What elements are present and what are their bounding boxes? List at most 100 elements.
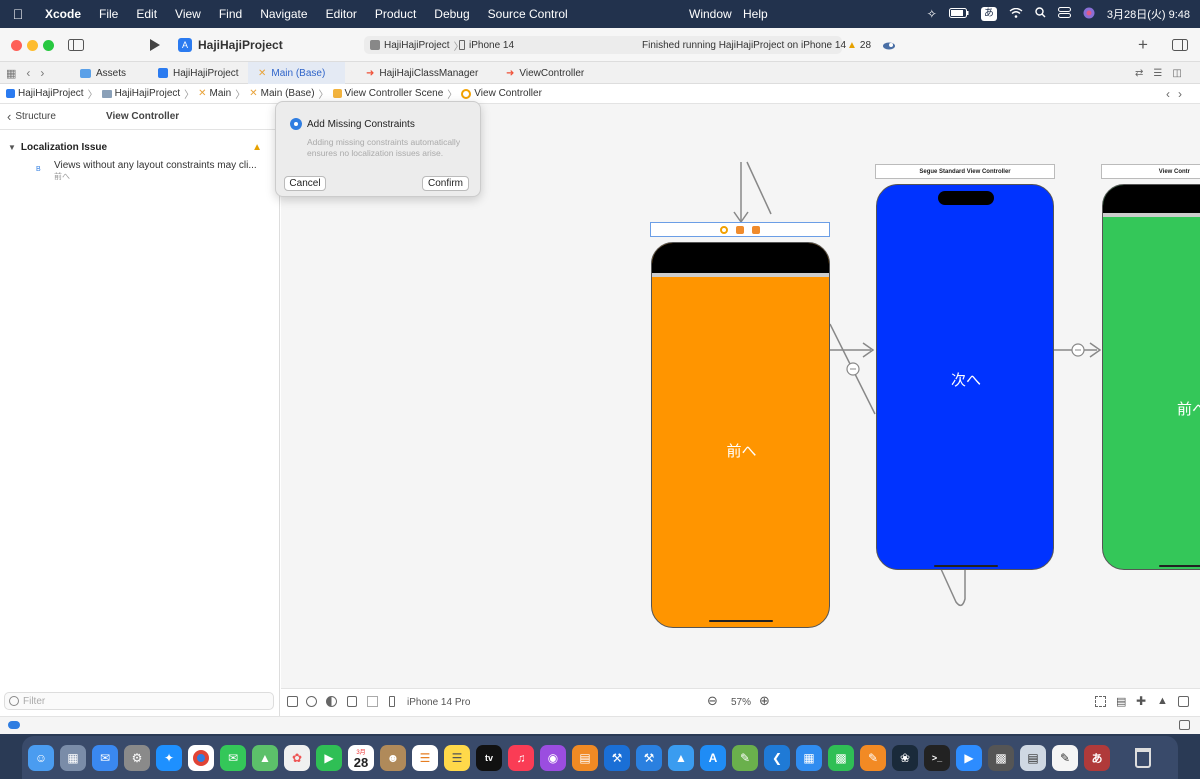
menu-help[interactable]: Help <box>743 7 768 21</box>
apple-menu-icon[interactable]:  <box>0 6 36 22</box>
wifi-icon[interactable] <box>1009 7 1023 21</box>
battery-icon[interactable] <box>948 7 969 21</box>
scene-title-bar[interactable]: Segue Standard View Controller <box>875 164 1055 179</box>
tab-view-controller[interactable]: ➜ ViewController <box>496 62 594 84</box>
zoom-icon[interactable]: ▶ <box>956 744 982 771</box>
previous-button[interactable]: 前へ <box>1177 401 1200 418</box>
mail-icon[interactable]: ✉ <box>92 744 118 771</box>
facetime-icon[interactable]: ▶ <box>316 744 342 771</box>
localization-issue-header[interactable]: ▼ Localization Issue ▲ <box>8 142 276 153</box>
reminders-icon[interactable]: ☰ <box>412 744 438 771</box>
dictionary-icon[interactable]: あ <box>1084 744 1110 771</box>
siri-icon[interactable] <box>1083 7 1095 22</box>
tab-class-manager[interactable]: ➜ HajiHajiClassManager <box>356 62 488 84</box>
editor-options-icon[interactable]: ☰ <box>1153 67 1163 79</box>
preview-icon[interactable]: ▤ <box>1020 744 1046 771</box>
next-button[interactable]: 次へ <box>950 372 981 389</box>
related-items-icon[interactable]: ▦ <box>6 67 17 80</box>
chatgpt-icon[interactable]: ❀ <box>892 744 918 771</box>
document-outline-toggle-icon[interactable] <box>287 696 298 707</box>
zoom-in-icon[interactable]: ⊕ <box>759 693 770 708</box>
pages-icon[interactable]: ✎ <box>860 744 886 771</box>
menu-navigate[interactable]: Navigate <box>260 7 308 21</box>
back-chevron-icon[interactable]: ‹ <box>7 109 12 124</box>
zoom-level[interactable]: 57% <box>731 697 752 708</box>
run-destination-selector[interactable]: iPhone 14 <box>459 28 514 62</box>
apple-tv-icon[interactable]: tv <box>476 744 502 771</box>
debug-area-toggle-icon[interactable] <box>8 721 20 729</box>
menu-edit[interactable]: Edit <box>136 7 158 21</box>
update-frames-icon[interactable] <box>1095 696 1106 707</box>
menu-file[interactable]: File <box>99 7 119 21</box>
layout-icon[interactable] <box>367 696 378 707</box>
back-chevron-icon[interactable]: ‹ <box>26 66 31 80</box>
books-icon[interactable]: ▤ <box>572 744 598 771</box>
forward-chevron-icon[interactable]: › <box>40 66 45 80</box>
exit-dock-icon[interactable] <box>752 225 760 234</box>
menu-source-control[interactable]: Source Control <box>487 7 568 21</box>
inspector-toggle-icon[interactable] <box>1172 28 1188 62</box>
confirm-button[interactable]: Confirm <box>422 176 469 191</box>
breadcrumb-project[interactable]: HajiHajiProject <box>6 88 84 99</box>
scene-view-controller-2[interactable]: 次へ <box>876 184 1054 570</box>
bluetooth-icon[interactable]: ✧ <box>926 7 937 21</box>
tab-project[interactable]: HajiHajiProject <box>148 62 249 84</box>
xcode-icon[interactable]: ⚒ <box>604 744 630 771</box>
appearance-icon[interactable] <box>306 696 317 707</box>
breadcrumb-main-base[interactable]: ✕ Main (Base) <box>249 88 314 99</box>
notes-icon[interactable]: ☰ <box>444 744 470 771</box>
minimize-window-button[interactable] <box>27 40 38 51</box>
breadcrumb-main[interactable]: ✕ Main <box>198 88 231 99</box>
system-settings-icon[interactable]: ⚙ <box>124 744 150 771</box>
warnings-indicator[interactable]: ▲ 28 <box>847 28 871 62</box>
control-center-icon[interactable] <box>1057 7 1071 21</box>
project-title[interactable]: A HajiHajiProject <box>178 28 283 62</box>
add-library-icon[interactable]: + <box>1138 35 1148 54</box>
menu-clock[interactable]: 3月28日(火) 9:48 <box>1106 9 1190 21</box>
refresh-icon[interactable]: ⇄ <box>1135 67 1144 79</box>
instruments-icon[interactable]: ⚒ <box>636 744 662 771</box>
chrome-icon[interactable] <box>188 744 214 771</box>
zoom-out-icon[interactable]: ⊖ <box>707 693 718 708</box>
previous-button[interactable]: 前へ <box>726 443 757 460</box>
navigator-toggle-icon[interactable] <box>68 28 84 62</box>
resolve-issues-icon[interactable]: ▲ <box>1157 695 1168 707</box>
add-missing-constraints-label[interactable]: Add Missing Constraints <box>307 119 415 130</box>
keynote-icon[interactable]: ▦ <box>796 744 822 771</box>
photos-icon[interactable]: ✿ <box>284 744 310 771</box>
cloud-status-icon[interactable] <box>882 28 896 62</box>
add-editor-icon[interactable]: ◫ <box>1172 67 1182 79</box>
simulator-icon[interactable]: ▲ <box>668 744 694 771</box>
issue-navigation-arrows[interactable]: ‹› <box>1166 86 1190 101</box>
coteditor-icon[interactable]: ✎ <box>732 744 758 771</box>
storyboard-canvas[interactable]: 前へ Segue Standard View Controller 次へ Vie… <box>281 104 1200 716</box>
add-missing-constraints-radio[interactable] <box>290 118 302 130</box>
scene-dock-bar[interactable] <box>650 222 830 237</box>
add-constraints-icon[interactable]: ✚ <box>1136 694 1147 708</box>
input-method-indicator[interactable]: あ <box>980 7 997 21</box>
menu-view[interactable]: View <box>175 7 201 21</box>
device-configuration-selector[interactable]: iPhone 14 Pro <box>407 697 471 708</box>
localization-issue-row[interactable]: B Views without any layout constraints m… <box>36 160 274 182</box>
safari-icon[interactable]: ✦ <box>156 744 182 771</box>
finder-icon[interactable]: ☺ <box>28 744 54 771</box>
run-button[interactable] <box>149 28 160 62</box>
calendar-icon[interactable]: 3月 28 <box>348 744 374 771</box>
trash-icon[interactable] <box>1130 745 1156 771</box>
align-icon[interactable]: ▤ <box>1116 696 1127 708</box>
music-icon[interactable]: ♫ <box>508 744 534 771</box>
zoom-window-button[interactable] <box>43 40 54 51</box>
terminal-icon[interactable]: >_ <box>924 744 950 771</box>
maps-icon[interactable]: ▲ <box>252 744 278 771</box>
first-responder-dock-icon[interactable] <box>736 225 744 234</box>
menu-editor[interactable]: Editor <box>325 7 357 21</box>
orientation-icon[interactable] <box>347 696 357 707</box>
menu-product[interactable]: Product <box>374 7 417 21</box>
scene-view-controller-1[interactable]: 前へ <box>651 242 830 628</box>
structure-back-button[interactable]: Structure <box>15 111 56 122</box>
numbers-icon[interactable]: ▩ <box>828 744 854 771</box>
textedit-icon[interactable]: ✎ <box>1052 744 1078 771</box>
menu-window[interactable]: Window <box>689 7 732 21</box>
calculator-icon[interactable]: ▩ <box>988 744 1014 771</box>
menu-find[interactable]: Find <box>218 7 243 21</box>
